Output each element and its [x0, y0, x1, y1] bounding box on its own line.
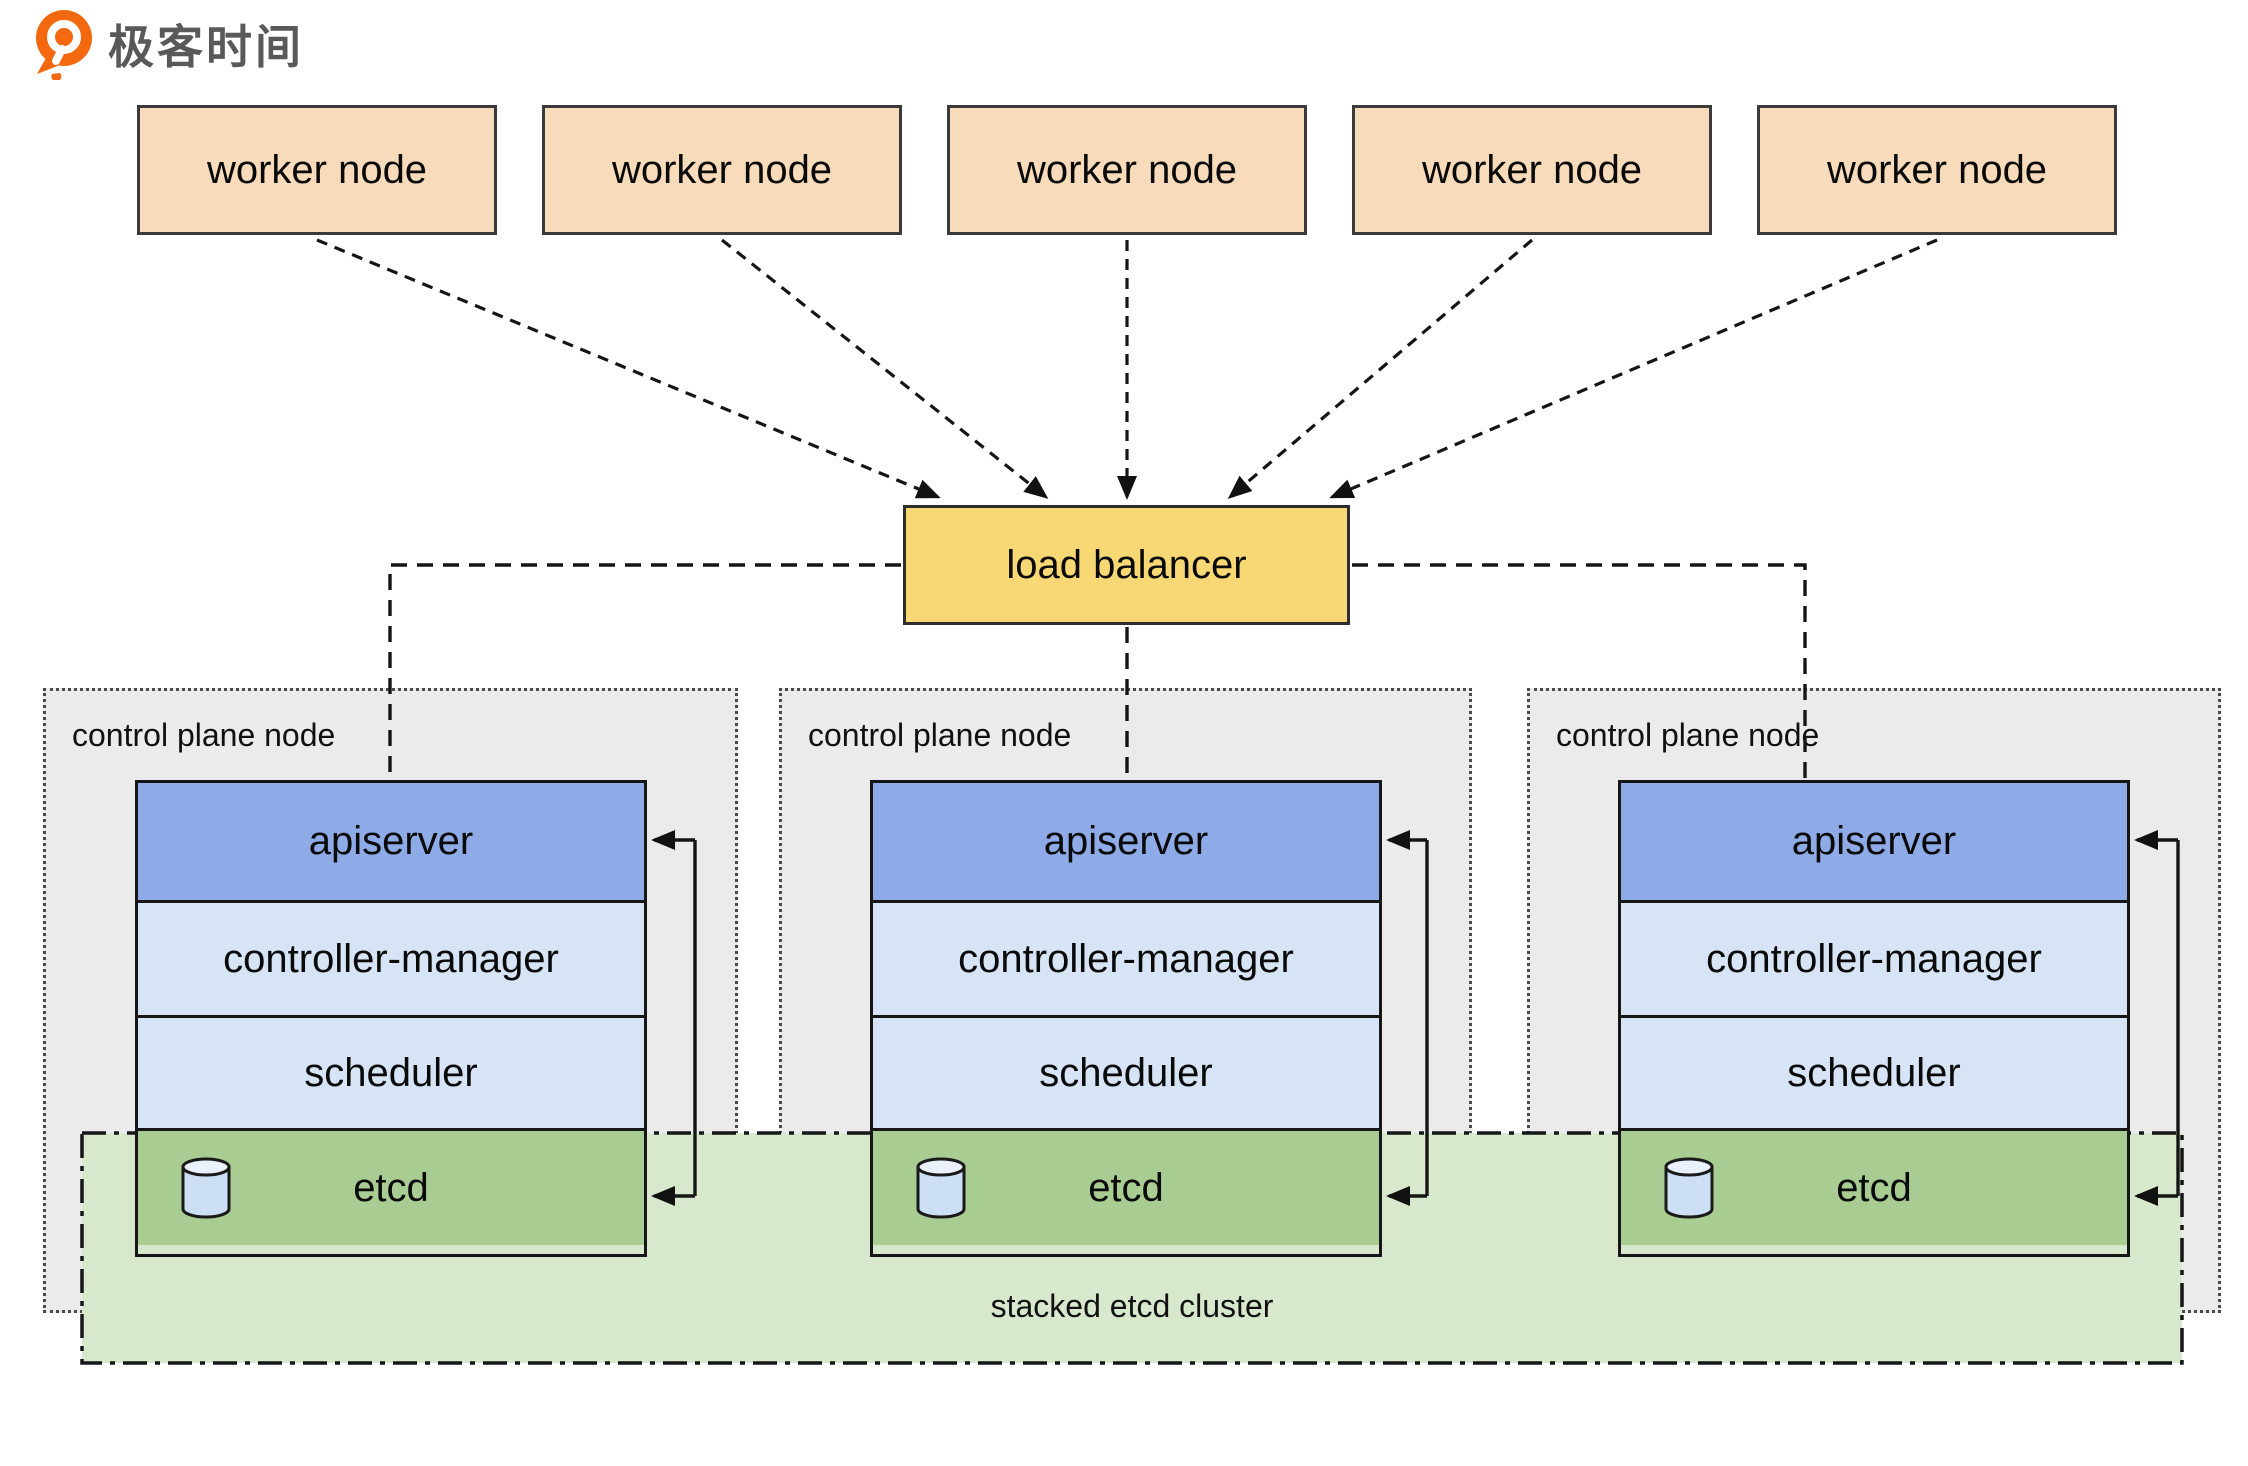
load-balancer-label: load balancer	[1006, 542, 1247, 587]
worker4-arrow	[1227, 238, 1534, 499]
worker-node-2: worker node	[542, 105, 902, 235]
worker-node-1: worker node	[137, 105, 497, 235]
apiserver-label: apiserver	[1791, 819, 1957, 863]
worker5-arrow	[1329, 238, 1938, 499]
etcd-label: etcd	[1836, 1165, 1912, 1210]
scheduler-box: scheduler	[1621, 1015, 2127, 1128]
controller-manager-box: controller-manager	[138, 900, 644, 1015]
etcd-box: etcd	[1621, 1128, 2127, 1245]
geektime-logo: 极客时间	[32, 8, 304, 80]
worker-node-label: worker node	[206, 147, 428, 192]
scheduler-label: scheduler	[1039, 1050, 1213, 1095]
controller-manager-box: controller-manager	[1621, 900, 2127, 1015]
component-stack-3: apiserver controller-manager scheduler e…	[1618, 780, 2130, 1257]
stacked-etcd-cluster-label: stacked etcd cluster	[990, 1288, 1274, 1324]
worker-node-label: worker node	[1421, 147, 1643, 192]
component-stack-2: apiserver controller-manager scheduler e…	[870, 780, 1382, 1257]
etcd-label: etcd	[353, 1165, 429, 1210]
controller-manager-box: controller-manager	[873, 900, 1379, 1015]
worker-node-label: worker node	[1826, 147, 2048, 192]
geektime-bubble-q-icon	[36, 10, 92, 80]
control-plane-label: control plane node	[1556, 717, 1820, 753]
worker1-arrow	[316, 238, 941, 499]
etcd-label: etcd	[1088, 1165, 1164, 1210]
worker-node-5: worker node	[1757, 105, 2117, 235]
apiserver-box: apiserver	[873, 783, 1379, 900]
scheduler-box: scheduler	[138, 1015, 644, 1128]
brand-name: 极客时间	[108, 21, 304, 73]
worker-node-label: worker node	[611, 147, 833, 192]
apiserver-box: apiserver	[138, 783, 644, 900]
scheduler-label: scheduler	[304, 1050, 478, 1095]
scheduler-label: scheduler	[1787, 1050, 1961, 1095]
apiserver-label: apiserver	[308, 819, 474, 863]
apiserver-box: apiserver	[1621, 783, 2127, 900]
etcd-box: etcd	[138, 1128, 644, 1245]
worker-node-label: worker node	[1016, 147, 1238, 192]
database-cylinder-icon	[1664, 1157, 1714, 1219]
database-cylinder-icon	[916, 1157, 966, 1219]
apiserver-label: apiserver	[1043, 819, 1209, 863]
component-stack-1: apiserver controller-manager scheduler e…	[135, 780, 647, 1257]
worker-node-4: worker node	[1352, 105, 1712, 235]
load-balancer: load balancer	[903, 505, 1350, 625]
controller-manager-label: controller-manager	[223, 936, 559, 981]
control-plane-label: control plane node	[808, 717, 1072, 753]
worker-to-lb-arrows	[316, 238, 1938, 500]
database-cylinder-icon	[181, 1157, 231, 1219]
controller-manager-label: controller-manager	[1706, 936, 2042, 981]
controller-manager-label: controller-manager	[958, 936, 1294, 981]
etcd-box: etcd	[873, 1128, 1379, 1245]
worker-node-3: worker node	[947, 105, 1307, 235]
control-plane-label: control plane node	[72, 717, 336, 753]
worker2-arrow	[721, 238, 1049, 499]
scheduler-box: scheduler	[873, 1015, 1379, 1128]
